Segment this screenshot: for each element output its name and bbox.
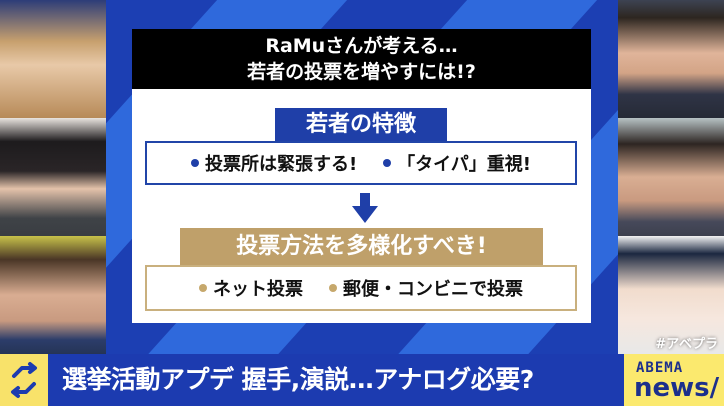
section1-label: 若者の特徴 — [275, 108, 447, 142]
logo-top-text: ABEMA — [636, 360, 684, 376]
bullet-icon — [329, 284, 337, 292]
section2-item: ネット投票 — [199, 275, 303, 301]
panelist-top-left — [0, 0, 106, 118]
banner-headline: 選挙活動アプデ 握手,演説…アナログ必要? — [62, 365, 534, 394]
news-ticker-banner: 選挙活動アプデ 握手,演説…アナログ必要? ABEMA news/ — [0, 354, 724, 406]
section2-box: ネット投票 郵便・コンビニで投票 — [145, 265, 577, 311]
bullet-icon — [199, 284, 207, 292]
panelist-top-right — [618, 0, 724, 118]
bullet-icon — [190, 159, 199, 167]
card-title-line2: 若者の投票を増やすには!? — [247, 61, 476, 83]
panelist-mid-left — [0, 118, 106, 236]
panelist-bottom-left — [0, 236, 106, 354]
section1-item: 「タイパ」重視! — [383, 150, 531, 176]
section1-item: 投票所は緊張する! — [190, 150, 357, 176]
abema-news-logo: ABEMA news/ — [624, 354, 724, 406]
section2-label: 投票方法を多様化すべき! — [180, 228, 543, 265]
card-title-line1: RaMuさんが考える… — [265, 35, 458, 57]
info-card: RaMuさんが考える… 若者の投票を増やすには!? 若者の特徴 投票所は緊張する… — [132, 29, 591, 323]
refresh-cycle-icon — [11, 362, 37, 398]
panelist-mid-right — [618, 118, 724, 236]
section1-box: 投票所は緊張する! 「タイパ」重視! — [145, 141, 577, 185]
hashtag-label: #アベプラ — [655, 337, 718, 352]
banner-icon-area — [0, 354, 48, 406]
section2-item: 郵便・コンビニで投票 — [329, 275, 523, 301]
logo-bottom-text: news/ — [634, 373, 720, 403]
panelist-bottom-right: #アベプラ — [618, 236, 724, 354]
arrow-down-icon — [352, 193, 378, 223]
card-title: RaMuさんが考える… 若者の投票を増やすには!? — [132, 29, 591, 89]
banner-text-area: 選挙活動アプデ 握手,演説…アナログ必要? — [48, 354, 624, 406]
bullet-icon — [383, 159, 392, 167]
